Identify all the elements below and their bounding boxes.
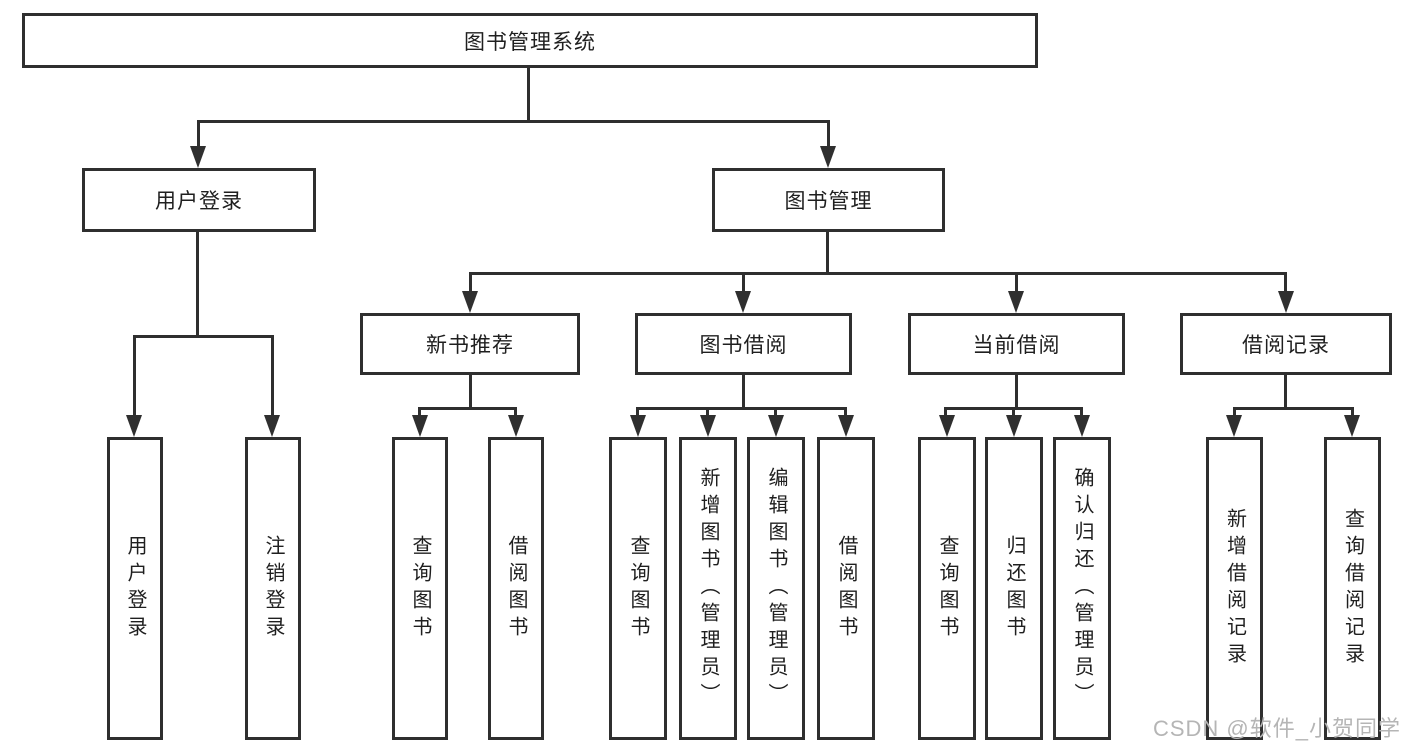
leaf-borrow-books-recommendation: 借阅图书 xyxy=(488,437,544,740)
arrow-down-icon xyxy=(190,146,206,168)
connector-line xyxy=(742,272,745,294)
connector-line xyxy=(1012,407,1015,419)
connector-line xyxy=(742,375,745,409)
arrow-down-icon xyxy=(126,415,142,437)
connector-line xyxy=(514,407,517,419)
connector-line xyxy=(418,407,421,419)
node-label: 借阅图书 xyxy=(505,534,527,643)
arrow-down-icon xyxy=(1074,415,1090,437)
arrow-down-icon xyxy=(820,146,836,168)
node-book-management-branch: 图书管理 xyxy=(712,168,945,232)
arrow-down-icon xyxy=(462,291,478,313)
connector-line xyxy=(1284,272,1287,294)
connector-line xyxy=(469,272,472,294)
connector-line xyxy=(133,335,136,417)
connector-line xyxy=(944,407,947,419)
node-label: 借阅记录 xyxy=(1242,334,1330,357)
node-label: 当前借阅 xyxy=(972,334,1061,357)
node-current-borrowing: 当前借阅 xyxy=(908,313,1125,375)
arrow-down-icon xyxy=(735,291,751,313)
leaf-confirm-return-admin: 确认归还（管理员） xyxy=(1053,437,1111,740)
arrow-down-icon xyxy=(838,415,854,437)
connector-line xyxy=(636,407,639,419)
node-label: 注销登录 xyxy=(262,534,284,643)
leaf-query-books-borrowing: 查询图书 xyxy=(609,437,667,740)
arrow-down-icon xyxy=(264,415,280,437)
connector-line xyxy=(527,68,530,122)
arrow-down-icon xyxy=(508,415,524,437)
node-borrowing-records: 借阅记录 xyxy=(1180,313,1392,375)
leaf-query-books-recommendation: 查询图书 xyxy=(392,437,448,740)
arrow-down-icon xyxy=(1344,415,1360,437)
node-label: 归还图书 xyxy=(1003,534,1025,643)
connector-line xyxy=(1015,375,1018,409)
connector-line xyxy=(196,232,199,337)
arrow-down-icon xyxy=(1278,291,1294,313)
connector-line xyxy=(271,335,274,417)
node-label: 图书管理 xyxy=(784,190,873,213)
arrow-down-icon xyxy=(939,415,955,437)
connector-line xyxy=(944,407,1083,410)
connector-line xyxy=(1351,407,1354,419)
connector-line xyxy=(706,407,709,419)
connector-line xyxy=(1284,375,1287,409)
leaf-borrow-books-borrowing: 借阅图书 xyxy=(817,437,875,740)
arrow-down-icon xyxy=(768,415,784,437)
node-label: 编辑图书（管理员） xyxy=(765,467,787,710)
node-label: 查询图书 xyxy=(409,534,431,643)
leaf-add-borrow-record: 新增借阅记录 xyxy=(1206,437,1263,740)
node-label: 查询图书 xyxy=(627,534,649,643)
node-label: 查询图书 xyxy=(936,534,958,643)
arrow-down-icon xyxy=(1226,415,1242,437)
connector-line xyxy=(469,272,1287,275)
watermark: CSDN @软件_小贺同学 xyxy=(1152,716,1401,741)
node-label: 新增借阅记录 xyxy=(1223,507,1246,670)
leaf-logout: 注销登录 xyxy=(245,437,301,740)
leaf-user-login: 用户登录 xyxy=(107,437,163,740)
connector-line xyxy=(844,407,847,419)
node-user-login-branch: 用户登录 xyxy=(82,168,316,232)
leaf-return-books: 归还图书 xyxy=(985,437,1043,740)
node-label: 查询借阅记录 xyxy=(1341,507,1364,670)
node-label: 新书推荐 xyxy=(426,334,514,357)
connector-line xyxy=(774,407,777,419)
connector-line xyxy=(1015,272,1018,294)
arrow-down-icon xyxy=(412,415,428,437)
connector-line xyxy=(1080,407,1083,419)
connector-line xyxy=(133,335,274,338)
node-label: 用户登录 xyxy=(155,190,243,213)
connector-line xyxy=(636,407,847,410)
connector-line xyxy=(1233,407,1354,410)
connector-line xyxy=(197,120,200,148)
arrow-down-icon xyxy=(1008,291,1024,313)
node-label: 用户登录 xyxy=(124,534,146,643)
arrow-down-icon xyxy=(630,415,646,437)
node-library-management-system: 图书管理系统 xyxy=(22,13,1038,68)
arrow-down-icon xyxy=(700,415,716,437)
node-new-book-recommendation: 新书推荐 xyxy=(360,313,580,375)
node-label: 新增图书（管理员） xyxy=(697,467,719,710)
connector-line xyxy=(418,407,517,410)
connector-line xyxy=(197,120,830,123)
leaf-query-books-current: 查询图书 xyxy=(918,437,976,740)
connector-line xyxy=(827,120,830,148)
leaf-add-books-admin: 新增图书（管理员） xyxy=(679,437,737,740)
connector-line xyxy=(469,375,472,409)
node-label: 确认归还（管理员） xyxy=(1071,467,1093,710)
leaf-query-borrow-record: 查询借阅记录 xyxy=(1324,437,1381,740)
leaf-edit-books-admin: 编辑图书（管理员） xyxy=(747,437,805,740)
connector-line xyxy=(826,232,829,275)
node-label: 图书管理系统 xyxy=(464,30,596,54)
node-label: 图书借阅 xyxy=(699,334,788,357)
node-book-borrowing: 图书借阅 xyxy=(635,313,852,375)
node-label: 借阅图书 xyxy=(835,534,857,643)
connector-line xyxy=(1233,407,1236,419)
arrow-down-icon xyxy=(1006,415,1022,437)
